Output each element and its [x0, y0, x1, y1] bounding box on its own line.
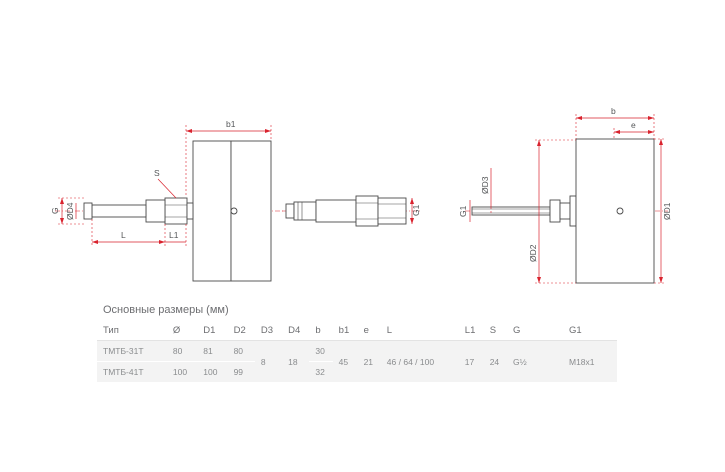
dimensions-table: Тип Ø D1 D2 D3 D4 b b1 e L L1 S G G1 ТМТ…	[97, 320, 617, 383]
l1-label: L1	[169, 230, 179, 240]
cell-type: ТМТБ-41Т	[97, 361, 167, 383]
g1-fitting-label: G1	[411, 204, 421, 216]
cell-g: G½	[507, 340, 563, 383]
cell-o: 100	[166, 361, 198, 383]
col-header-type: Тип	[97, 320, 167, 341]
side-view: b1 S G ØD4 L L1	[50, 119, 285, 282]
col-header-d4: D4	[282, 320, 310, 341]
g1-sleeve-label: G1	[458, 205, 468, 217]
e-label: e	[631, 120, 636, 130]
d1-label: ØD1	[662, 202, 672, 220]
cell-o: 80	[166, 340, 198, 362]
cell-d4: 18	[282, 340, 310, 383]
cell-d1: 100	[197, 361, 228, 383]
technical-drawing: b1 S G ØD4 L L1	[50, 106, 672, 284]
d4-label: ØD4	[65, 202, 75, 220]
cell-d2: 80	[227, 340, 255, 362]
cell-l1: 17	[458, 340, 484, 383]
col-header-l1: L1	[458, 320, 484, 341]
col-header-o: Ø	[166, 320, 198, 341]
table-title: Основные размеры (мм)	[103, 304, 229, 316]
col-header-l: L	[380, 320, 459, 341]
col-header-d2: D2	[227, 320, 255, 341]
cell-g1: M18x1	[563, 340, 617, 383]
table-header-row: Тип Ø D1 D2 D3 D4 b b1 e L L1 S G G1	[97, 320, 617, 341]
col-header-b1: b1	[332, 320, 358, 341]
col-header-s: S	[483, 320, 507, 341]
table-row: ТМТБ-41Т 100 100 99 32	[97, 361, 617, 383]
cell-b: 32	[309, 361, 333, 383]
cell-type: ТМТБ-31Т	[97, 340, 167, 362]
cell-e: 21	[357, 340, 381, 383]
b1-label: b1	[226, 119, 236, 129]
cell-d2: 99	[227, 361, 255, 383]
s-label: S	[154, 168, 160, 178]
col-header-g: G	[507, 320, 563, 341]
table-row: ТМТБ-31Т 80 81 80 8 18 30 45 21 46 / 64 …	[97, 340, 617, 383]
cell-d3: 8	[254, 340, 283, 383]
l-label: L	[121, 230, 126, 240]
col-header-g1: G1	[563, 320, 617, 341]
col-header-e: e	[357, 320, 381, 341]
g-label: G	[50, 207, 60, 214]
col-header-d1: D1	[197, 320, 228, 341]
b-label: b	[611, 106, 616, 116]
fitting-view: G1	[282, 195, 421, 227]
sleeve-view: G1 ØD3 ØD2 ØD1 b e	[458, 106, 672, 284]
cell-b: 30	[309, 340, 333, 362]
col-header-b: b	[309, 320, 333, 341]
cell-d1: 81	[197, 340, 228, 362]
cell-l: 46 / 64 / 100	[380, 340, 459, 383]
col-header-d3: D3	[254, 320, 283, 341]
d2-label: ØD2	[528, 244, 538, 262]
d3-label: ØD3	[480, 176, 490, 194]
cell-b1: 45	[332, 340, 358, 383]
cell-s: 24	[483, 340, 507, 383]
